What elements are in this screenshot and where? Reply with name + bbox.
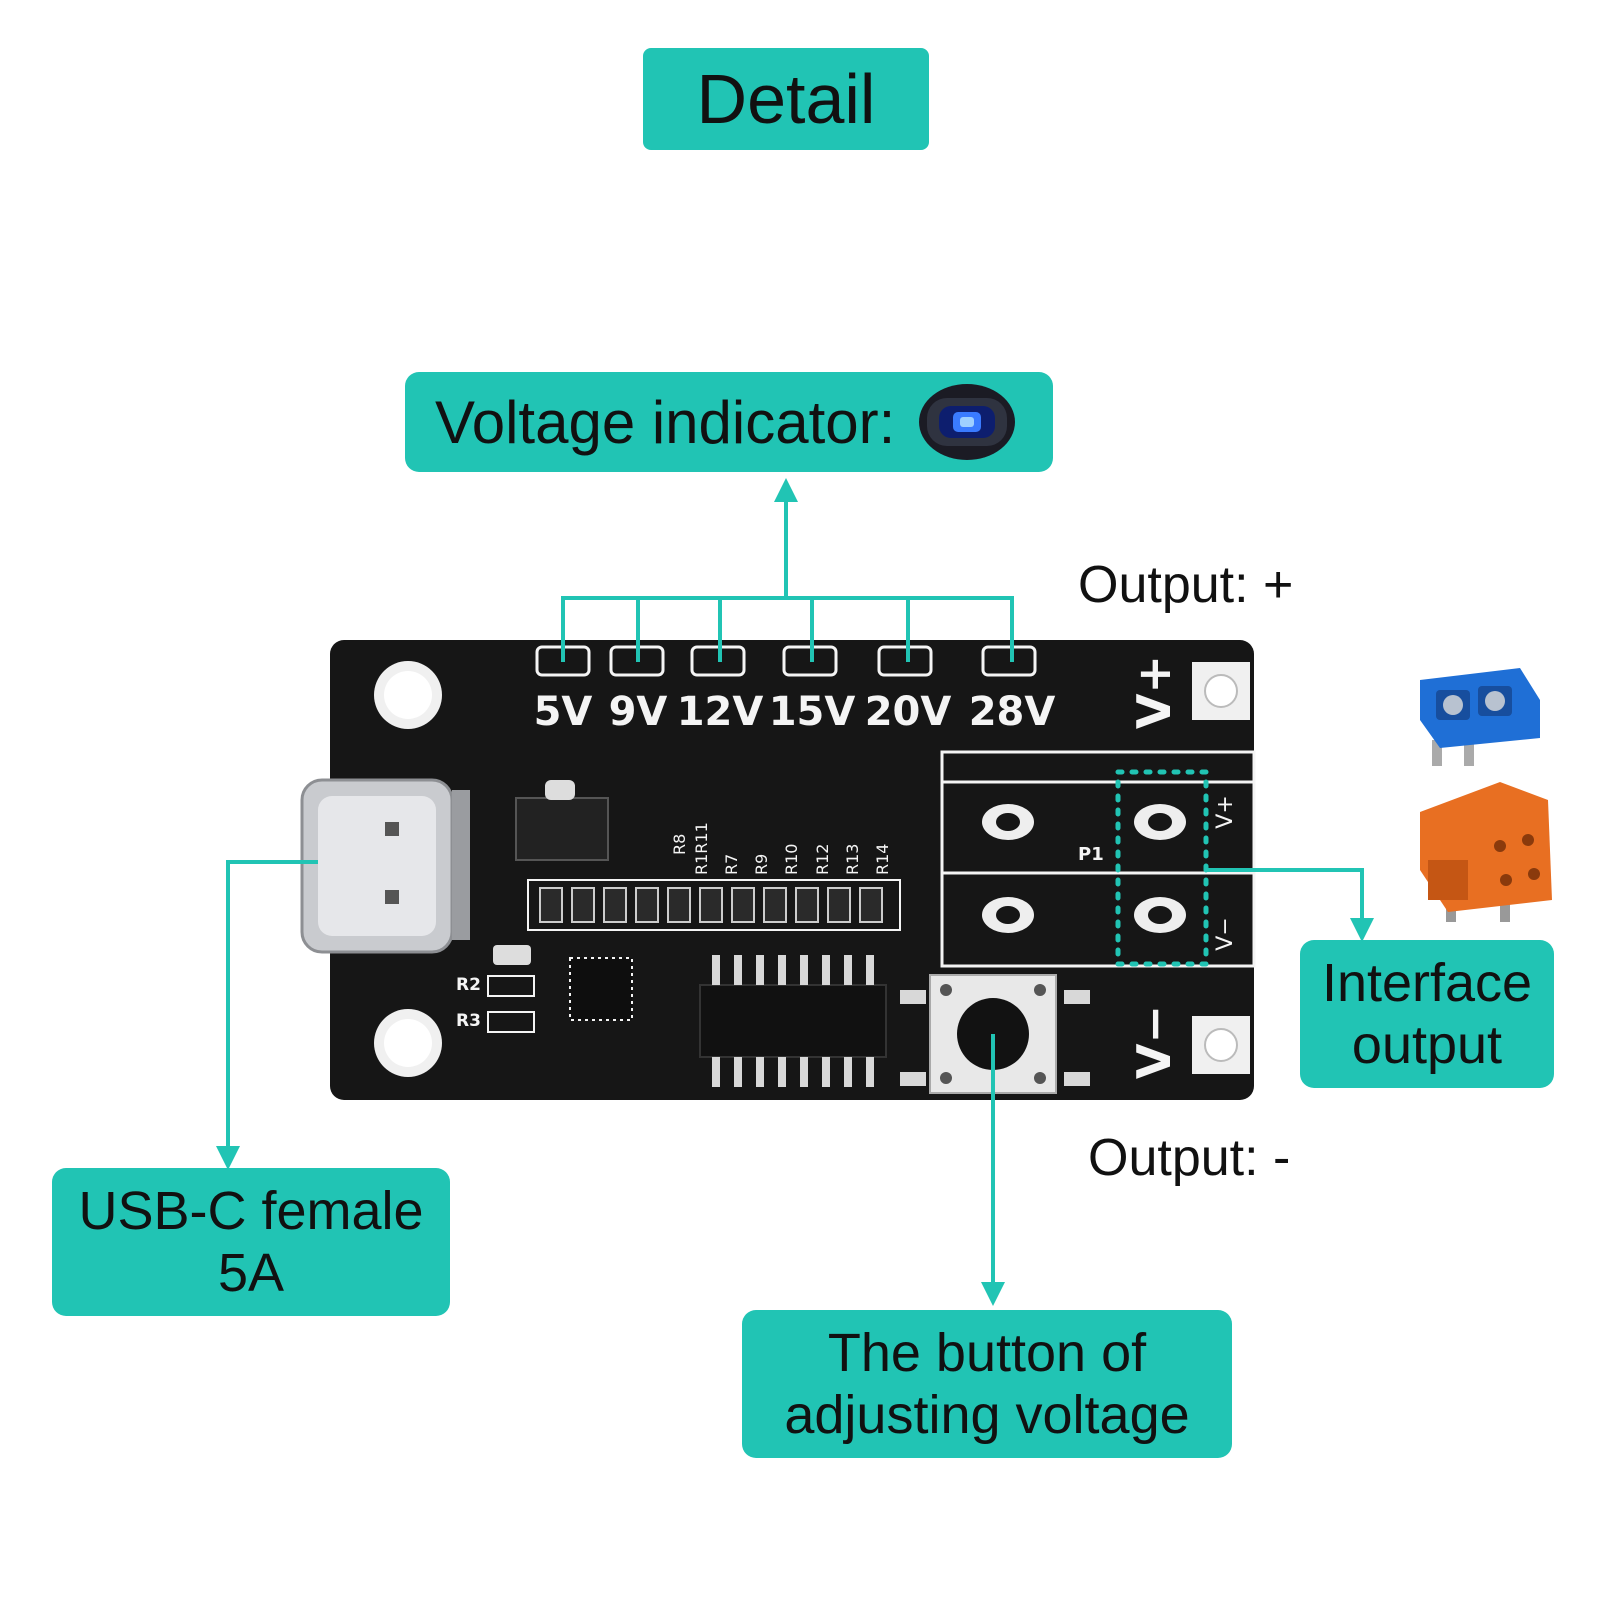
button-callout: The button of adjusting voltage [742, 1310, 1232, 1458]
led-indicator-icon [919, 384, 1016, 460]
output-positive-label: Output: + [1078, 556, 1294, 614]
output-negative-label: Output: - [1088, 1129, 1291, 1187]
resistor-label-r14: R14 [873, 844, 892, 875]
voltage-label-9v: 9V [609, 689, 668, 735]
interface-output-line1: Interface [1321, 952, 1533, 1013]
blue-screw-terminal-icon [1420, 668, 1540, 766]
voltage-indicator-callout: Voltage indicator: [405, 372, 1053, 472]
pcb-board: 5V 9V 12V 15V 20V 28V V+ V− P1 V+ V− [300, 640, 1256, 1100]
page-title: Detail [696, 59, 876, 138]
small-v-plus-label: V+ [1213, 795, 1238, 828]
orange-spring-terminal-icon [1420, 782, 1552, 922]
resistor-label-r13: R13 [843, 844, 862, 875]
voltage-indicator-label: Voltage indicator: [435, 388, 896, 456]
usb-c-connector [300, 778, 470, 954]
small-v-minus-label: V− [1213, 917, 1238, 950]
pointer-lines [216, 478, 1374, 1306]
title-badge: Detail [643, 48, 929, 150]
resistor-label-r7: R7 [722, 854, 741, 875]
interface-output-line2: output [1351, 1015, 1503, 1075]
r2-label: R2 [456, 975, 481, 995]
button-line2: adjusting voltage [784, 1385, 1190, 1445]
usb-c-line2: 5A [217, 1243, 285, 1303]
resistor-label-r10: R10 [782, 844, 801, 875]
button-line1: The button of [827, 1322, 1147, 1383]
resistor-array [527, 879, 901, 931]
board-v-minus-label: V− [1127, 1005, 1181, 1079]
voltage-label-15v: 15V [769, 689, 856, 735]
voltage-label-12v: 12V [677, 689, 764, 735]
resistor-label-r12: R12 [813, 844, 832, 875]
usb-c-line1: USB-C female [78, 1180, 424, 1241]
voltage-label-20v: 20V [865, 689, 952, 735]
interface-output-callout: Interface output [1300, 940, 1554, 1088]
resistor-label-r8: R8 [670, 834, 689, 855]
usb-c-callout: USB-C female 5A [52, 1168, 450, 1316]
ic-chip [699, 955, 887, 1087]
r3-label: R3 [456, 1011, 481, 1031]
interface-output-arrow [1206, 868, 1374, 942]
usb-c-arrow [216, 860, 318, 1170]
board-v-plus-label: V+ [1127, 655, 1181, 729]
resistor-label-r9: R9 [752, 854, 771, 875]
voltage-label-5v: 5V [534, 689, 593, 735]
p1-label: P1 [1078, 844, 1104, 865]
voltage-label-28v: 28V [969, 689, 1056, 735]
resistor-label-r1r11: R1R11 [692, 822, 711, 875]
